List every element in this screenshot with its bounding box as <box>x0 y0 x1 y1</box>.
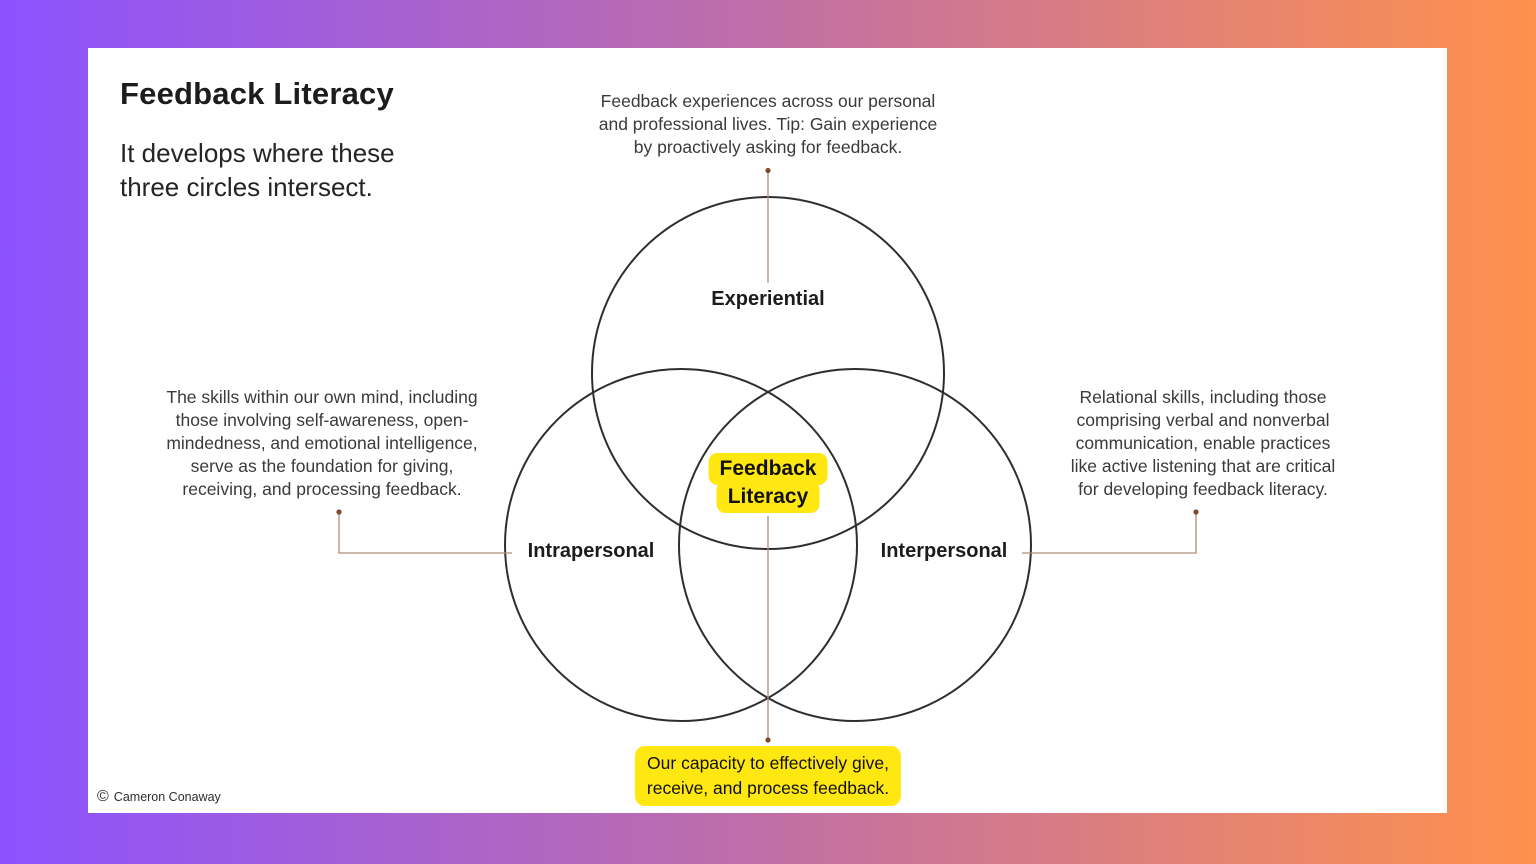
connector-right <box>1022 514 1197 554</box>
attribution: © Cameron Conaway <box>97 789 221 805</box>
author-name: Cameron Conaway <box>113 790 221 804</box>
connector-left <box>338 514 512 554</box>
connector-bottom-dot <box>765 737 771 743</box>
interpersonal-annotation: Relational skills, including those compr… <box>1070 387 1336 499</box>
circle-interpersonal <box>678 368 1032 722</box>
circle-label-interpersonal: Interpersonal <box>880 540 1008 562</box>
feedback-literacy-definition: Our capacity to effectively give, receiv… <box>634 746 902 806</box>
center-label-line2: Literacy <box>716 481 820 513</box>
connector-left-dot <box>336 509 342 515</box>
circle-label-experiential: Experiential <box>711 288 825 310</box>
venn-center-label: Feedback Literacy <box>708 453 828 513</box>
page-title: Feedback Literacy <box>120 76 394 111</box>
page-subtitle: It develops where these three circles in… <box>120 138 395 202</box>
connector-top-dot <box>765 167 771 174</box>
circle-label-intrapersonal: Intrapersonal <box>527 540 655 562</box>
experiential-annotation: Feedback experiences across our personal… <box>598 91 938 157</box>
copyright-icon: © <box>97 788 109 805</box>
center-label-line1: Feedback <box>708 453 828 485</box>
circle-intrapersonal <box>504 368 858 722</box>
connector-right-dot <box>1193 509 1199 515</box>
intrapersonal-annotation: The skills within our own mind, includin… <box>166 387 478 499</box>
